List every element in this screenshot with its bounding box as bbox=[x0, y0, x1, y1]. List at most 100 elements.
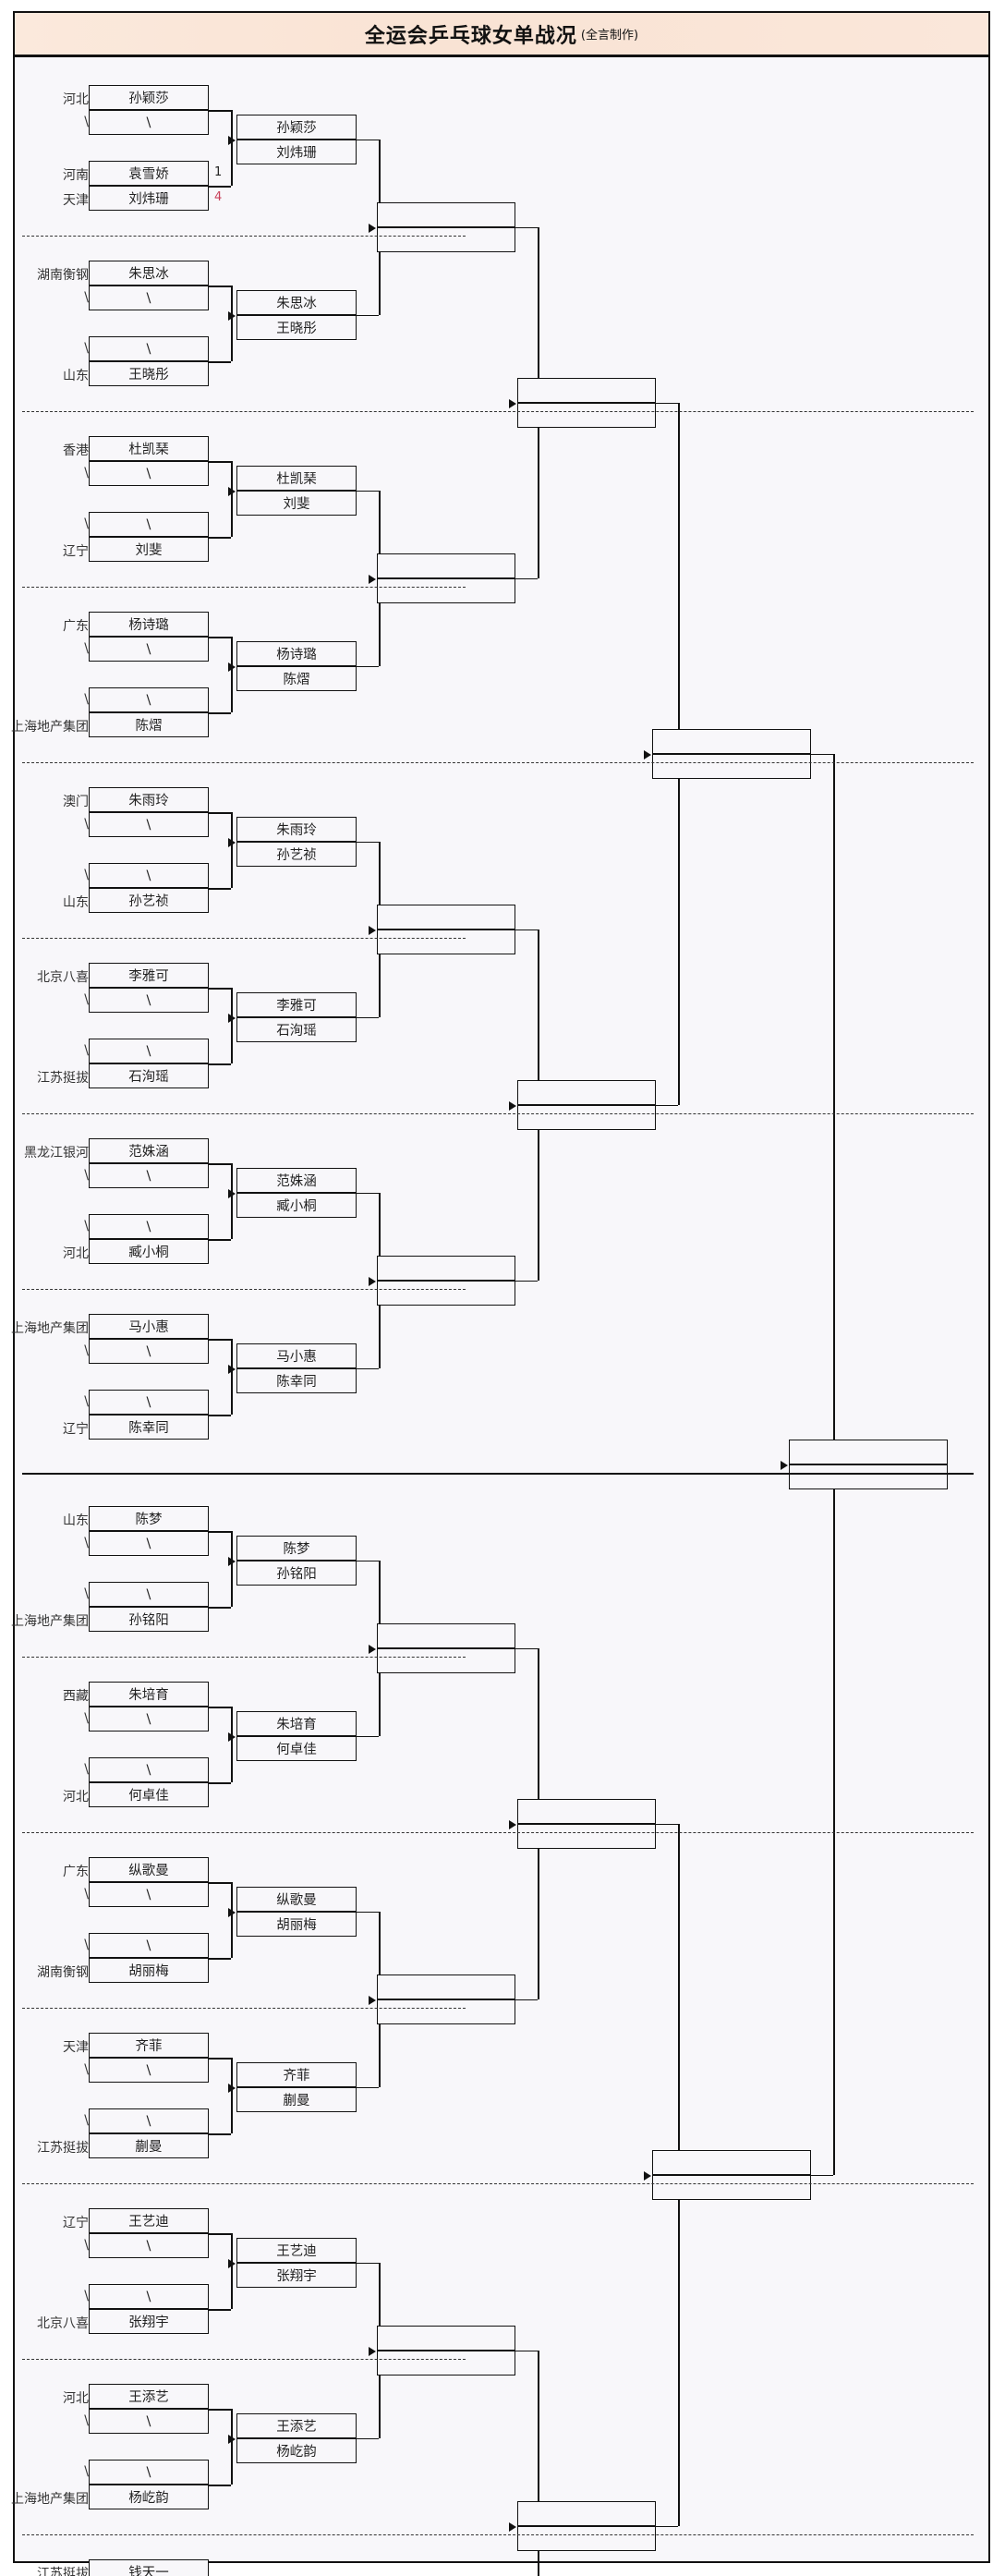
round1-connector-h bbox=[209, 110, 231, 112]
round1-connector-h bbox=[209, 186, 231, 188]
round3-box bbox=[377, 553, 515, 578]
round1-team-label: 天津 bbox=[63, 2040, 89, 2055]
round1-connector-h bbox=[209, 1707, 231, 1708]
round5-connector-h bbox=[656, 1823, 678, 1826]
round1-connector-h bbox=[209, 1782, 231, 1784]
round1-team-label: \ bbox=[84, 1536, 89, 1550]
round4-box bbox=[517, 1823, 656, 1849]
round2-arrow bbox=[228, 2434, 236, 2444]
round4-box bbox=[517, 1079, 656, 1105]
round1-slot: 袁雪娇 bbox=[89, 161, 209, 186]
round1-connector-v bbox=[231, 2409, 233, 2485]
round2-arrow bbox=[228, 135, 236, 145]
round1-slot: \ bbox=[89, 1707, 209, 1732]
round1-connector-h bbox=[209, 1063, 231, 1065]
round1-slot: \ bbox=[89, 1339, 209, 1364]
round2-box-bottom: 孙铭阳 bbox=[236, 1560, 357, 1586]
round3-box bbox=[377, 1280, 515, 1306]
round1-connector-h bbox=[209, 2058, 231, 2060]
round1-slot: 陈梦 bbox=[89, 1506, 209, 1531]
round1-team-label: \ bbox=[84, 1168, 89, 1183]
round1-team-label: 辽宁 bbox=[63, 544, 89, 559]
round4-arrow bbox=[509, 398, 516, 408]
round1-slot: 孙颖莎 bbox=[89, 85, 209, 110]
round4-connector-h bbox=[515, 1280, 538, 1282]
round2-box-bottom: 何卓佳 bbox=[236, 1735, 357, 1761]
round1-team-label: \ bbox=[84, 1887, 89, 1902]
round1-slot: \ bbox=[89, 110, 209, 135]
round1-connector-h bbox=[209, 1531, 231, 1533]
round3-box bbox=[377, 1974, 515, 1999]
round1-team-label: \ bbox=[84, 1711, 89, 1726]
round4-box bbox=[517, 377, 656, 403]
round1-team-label: 湖南衡钢 bbox=[37, 1965, 89, 1980]
round2-arrow bbox=[228, 837, 236, 847]
round1-connector-v bbox=[231, 2233, 233, 2309]
final-connector-h bbox=[811, 753, 833, 756]
group-divider bbox=[22, 1289, 466, 1290]
round3-box bbox=[377, 2325, 515, 2351]
round1-team-label: 天津 bbox=[63, 193, 89, 208]
round2-box-top: 朱思冰 bbox=[236, 289, 357, 315]
round1-team-label: \ bbox=[84, 115, 89, 129]
round1-slot: 钱天一 bbox=[89, 2559, 209, 2576]
round1-slot: 胡丽梅 bbox=[89, 1958, 209, 1983]
round1-slot: 杨诗璐 bbox=[89, 612, 209, 637]
round3-arrow bbox=[369, 1276, 376, 1286]
round3-box bbox=[377, 2350, 515, 2376]
round3-box bbox=[377, 1647, 515, 1673]
round5-connector-h bbox=[656, 2525, 678, 2528]
round1-team-label: \ bbox=[84, 1394, 89, 1409]
round1-slot: 李雅可 bbox=[89, 963, 209, 988]
round1-connector-h bbox=[209, 286, 231, 287]
quarter-divider bbox=[22, 411, 974, 412]
round3-connector-h bbox=[357, 1735, 379, 1738]
round1-slot: 蒯曼 bbox=[89, 2133, 209, 2158]
round1-team-label: 河北 bbox=[63, 2391, 89, 2406]
round1-slot: 孙铭阳 bbox=[89, 1607, 209, 1632]
round4-box bbox=[517, 1798, 656, 1824]
round1-team-label: 北京八喜 bbox=[37, 2316, 89, 2331]
round2-box-bottom: 陈幸同 bbox=[236, 1367, 357, 1393]
round1-connector-h bbox=[209, 1339, 231, 1341]
round1-connector-h bbox=[209, 1239, 231, 1241]
round1-slot: 王艺迪 bbox=[89, 2208, 209, 2233]
round1-team-label: 广东 bbox=[63, 1865, 89, 1879]
round4-connector-v bbox=[538, 2350, 539, 2576]
round1-slot: \ bbox=[89, 286, 209, 310]
round3-arrow bbox=[369, 925, 376, 935]
round1-connector-v bbox=[231, 1163, 233, 1239]
round2-box-top: 杨诗璐 bbox=[236, 640, 357, 666]
round1-team-label: \ bbox=[84, 1762, 89, 1777]
round3-connector-h bbox=[357, 139, 379, 141]
round2-arrow bbox=[228, 2258, 236, 2268]
final-connector-h bbox=[811, 2174, 833, 2177]
round1-team-label: 江苏挺拔 bbox=[37, 2141, 89, 2156]
round1-connector-h bbox=[209, 2485, 231, 2486]
round5-arrow bbox=[644, 2170, 651, 2181]
round5-connector-h bbox=[656, 402, 678, 405]
round1-team-label: 上海地产集团 bbox=[11, 1321, 89, 1336]
round1-slot: 何卓佳 bbox=[89, 1782, 209, 1807]
round1-team-label: \ bbox=[84, 692, 89, 707]
round3-arrow bbox=[369, 1995, 376, 2005]
round2-box-top: 孙颖莎 bbox=[236, 114, 357, 140]
round1-team-label: 北京八喜 bbox=[37, 970, 89, 985]
round1-connector-h bbox=[209, 2233, 231, 2235]
round1-team-label: 江苏挺拔 bbox=[37, 2567, 89, 2576]
round1-slot: \ bbox=[89, 2058, 209, 2083]
round1-team-label: \ bbox=[84, 341, 89, 356]
round2-box-bottom: 王晓彤 bbox=[236, 314, 357, 340]
round1-connector-v bbox=[231, 1882, 233, 1958]
round3-box bbox=[377, 226, 515, 252]
round3-box bbox=[377, 904, 515, 930]
round1-team-label: 河北 bbox=[63, 1246, 89, 1261]
round2-box-top: 王艺迪 bbox=[236, 2237, 357, 2263]
final-box bbox=[789, 1439, 948, 1464]
round1-connector-h bbox=[209, 812, 231, 814]
round1-team-label: \ bbox=[84, 868, 89, 882]
round4-arrow bbox=[509, 2521, 516, 2532]
round5-connector-h bbox=[656, 1104, 678, 1107]
group-divider bbox=[22, 1657, 466, 1658]
round4-arrow bbox=[509, 1819, 516, 1829]
